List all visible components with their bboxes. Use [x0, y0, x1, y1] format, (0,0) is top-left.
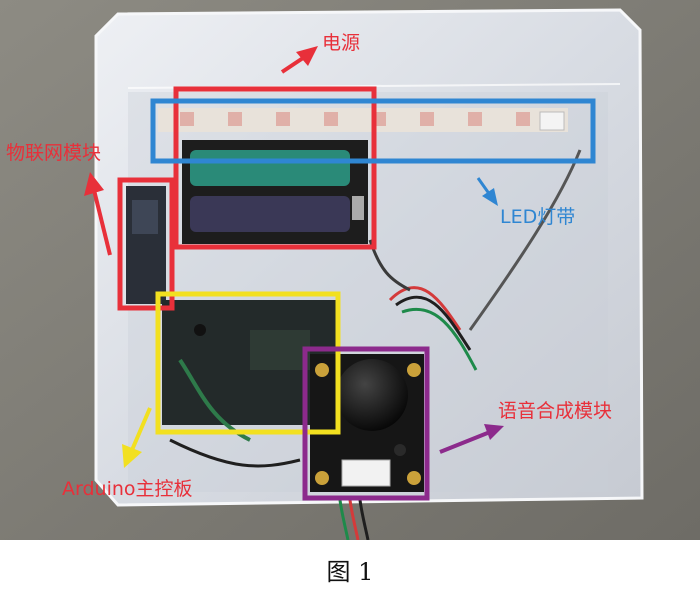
voice-module-highlight-box — [302, 346, 430, 501]
voice-module-arrow — [439, 424, 504, 454]
arduino-highlight-box — [155, 291, 341, 435]
iot-module-highlight-box — [117, 177, 175, 311]
led-strip-hardware — [158, 108, 568, 132]
iot-module-label: 物联网模块 — [6, 142, 102, 164]
figure-caption: 图 1 — [326, 558, 374, 586]
led-strip-arrow — [476, 177, 498, 206]
voice-module-label: 语音合成模块 — [498, 400, 613, 422]
arduino-arrow — [122, 407, 152, 468]
photo — [0, 0, 700, 540]
wires — [169, 149, 582, 540]
power-arrow — [280, 46, 318, 74]
power-label: 电源 — [322, 32, 361, 54]
battery-holder — [182, 140, 368, 244]
arduino-label: Arduino主控板 — [62, 478, 193, 500]
iot-arrow — [84, 172, 112, 256]
power-highlight-box — [173, 86, 377, 250]
led-strip-label: LED灯带 — [500, 206, 576, 228]
led-strip-highlight-box — [150, 98, 596, 164]
voice-module-hardware — [310, 354, 424, 492]
iot-module-hardware — [126, 186, 166, 304]
